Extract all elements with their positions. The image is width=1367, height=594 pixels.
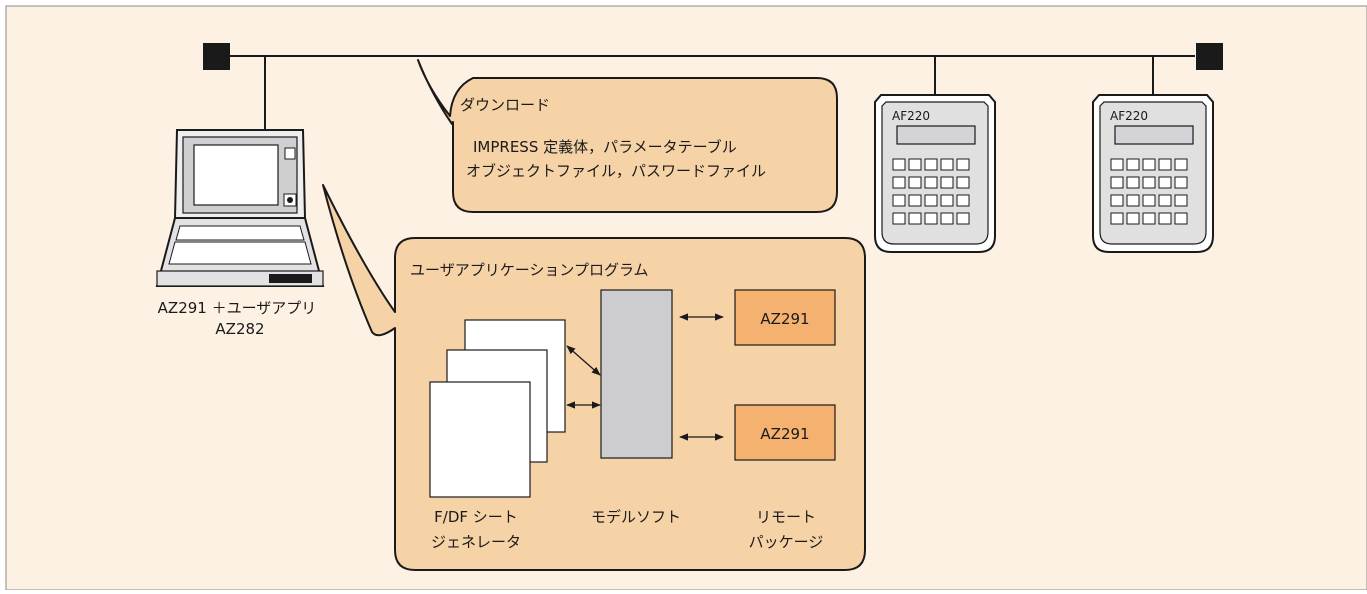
generator-caption-line2: ジェネレータ — [431, 533, 521, 551]
terminal-2-label: AF220 — [1110, 109, 1148, 123]
handheld-terminal-icon — [874, 94, 996, 253]
download-bubble — [417, 59, 838, 213]
generator-caption-line1: F/DF シート — [434, 508, 518, 526]
remote-package-1: AZ291 — [734, 289, 836, 346]
sheet-generator-stack — [429, 319, 566, 498]
app-title: ユーザアプリケーションプログラム — [410, 261, 649, 279]
download-title: ダウンロード — [460, 96, 550, 114]
remote-package-2: AZ291 — [734, 404, 836, 461]
terminal-2: AF220 — [1092, 94, 1214, 253]
remote-caption-line2: パッケージ — [749, 533, 824, 551]
network-bus — [203, 43, 1223, 130]
remote-caption-line1: リモート — [756, 508, 816, 526]
handheld-terminal-icon — [1092, 94, 1214, 253]
sheet-page-front — [429, 381, 531, 498]
download-items-line2: オブジェクトファイル，パスワードファイル — [466, 162, 766, 180]
download-items-line1: IMPRESS 定義体，パラメータテーブル — [473, 138, 737, 156]
remote-package-1-label: AZ291 — [760, 310, 809, 328]
terminal-1-label: AF220 — [892, 109, 930, 123]
arrow-generator-model-1 — [566, 345, 601, 376]
bus-terminator-left — [203, 43, 230, 70]
pc-label-line1: AZ291 ＋ユーザアプリ — [158, 299, 317, 317]
laptop-icon — [155, 129, 325, 287]
terminal-1: AF220 — [874, 94, 996, 253]
pc-label-line2: AZ282 — [215, 320, 264, 338]
bus-terminator-right — [1196, 43, 1223, 70]
model-software-block — [600, 289, 673, 459]
model-caption: モデルソフト — [591, 508, 681, 526]
remote-package-2-label: AZ291 — [760, 425, 809, 443]
